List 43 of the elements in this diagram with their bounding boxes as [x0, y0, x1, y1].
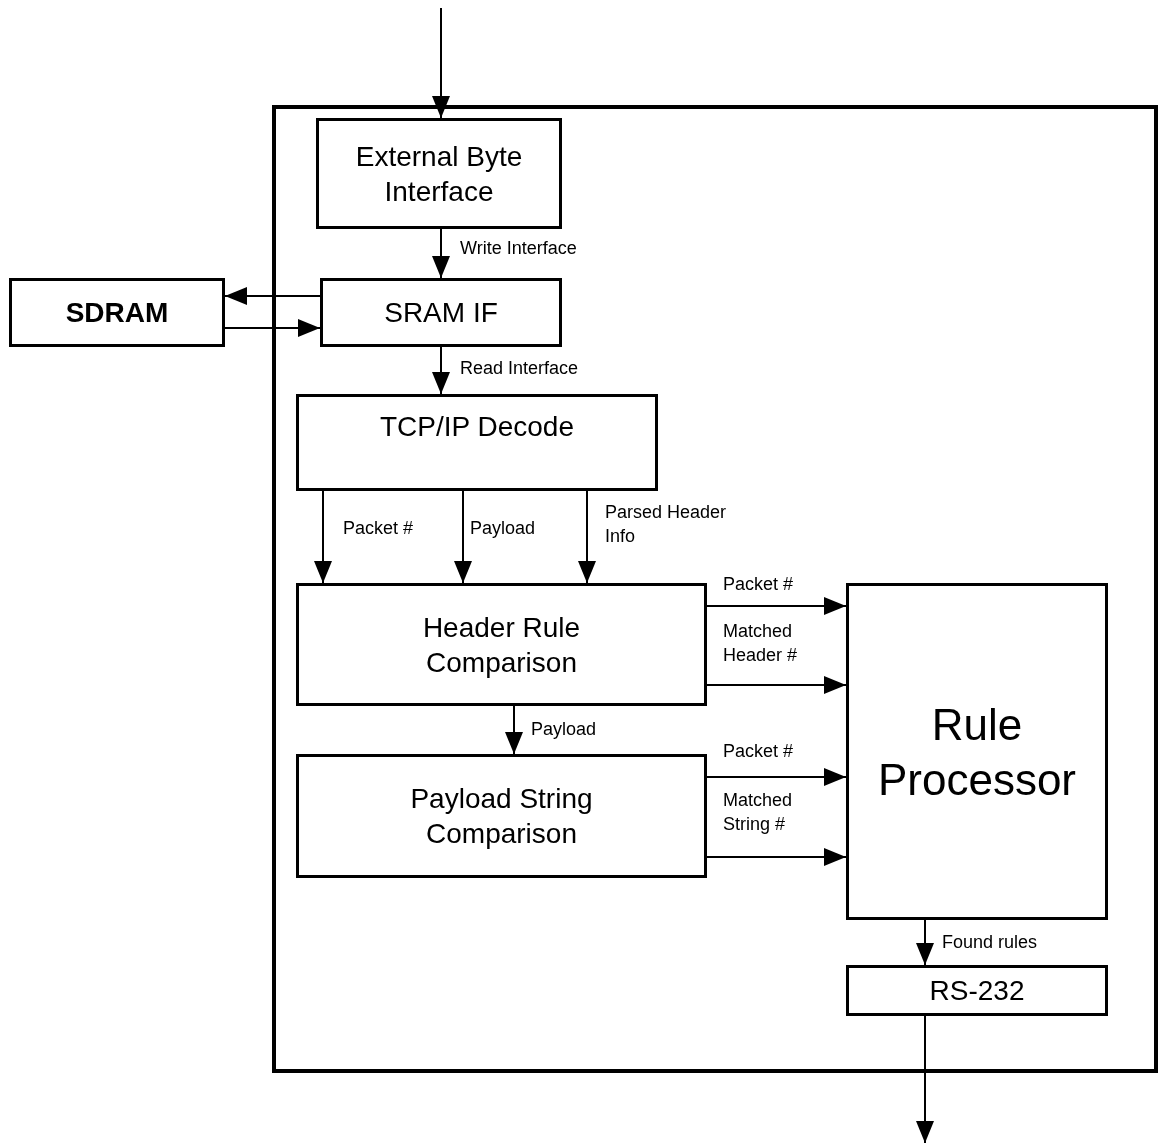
box-label: Payload String Comparison — [409, 782, 594, 851]
arrow — [706, 676, 847, 694]
box-label: SRAM IF — [384, 296, 498, 330]
arrow — [916, 919, 934, 966]
edge-label: Packet # — [723, 573, 794, 596]
edge-label: Found rules — [942, 931, 1038, 954]
arrow — [454, 490, 472, 584]
process-box — [296, 583, 707, 706]
process-box — [846, 965, 1108, 1016]
process-box — [296, 394, 658, 491]
edge-label: Write Interface — [460, 237, 577, 260]
arrow — [432, 346, 450, 395]
edge-label: Matched Header # — [723, 620, 799, 667]
process-box — [296, 754, 707, 878]
box-label: RS-232 — [929, 974, 1025, 1008]
edge-label: Payload — [470, 517, 536, 540]
box-label: TCP/IP Decode — [380, 410, 574, 444]
edge-label: Payload — [531, 718, 597, 741]
box-label: SDRAM — [65, 296, 169, 330]
arrow — [224, 287, 321, 305]
arrow — [224, 319, 321, 337]
box-label: External Byte Interface — [354, 139, 524, 209]
arrow — [578, 490, 596, 584]
box-label: Rule Processor — [876, 698, 1078, 806]
edge-label: Matched String # — [723, 789, 794, 836]
arrow — [505, 705, 523, 755]
process-box — [320, 278, 562, 347]
arrow — [916, 1015, 934, 1144]
arrow — [706, 848, 847, 866]
arrow — [314, 490, 332, 584]
box-label: Header Rule Comparison — [421, 610, 582, 680]
arrow — [432, 7, 450, 119]
edge-label: Parsed Header Info — [605, 501, 728, 548]
arrow — [706, 597, 847, 615]
process-box — [846, 583, 1108, 920]
system-boundary-box — [272, 105, 1158, 1073]
edge-label: Packet # — [723, 740, 794, 763]
arrow — [432, 228, 450, 279]
edge-label: Read Interface — [460, 357, 579, 380]
process-box — [316, 118, 562, 229]
edge-label: Packet # — [343, 517, 414, 540]
memory-box — [9, 278, 225, 347]
arrow — [706, 768, 847, 786]
